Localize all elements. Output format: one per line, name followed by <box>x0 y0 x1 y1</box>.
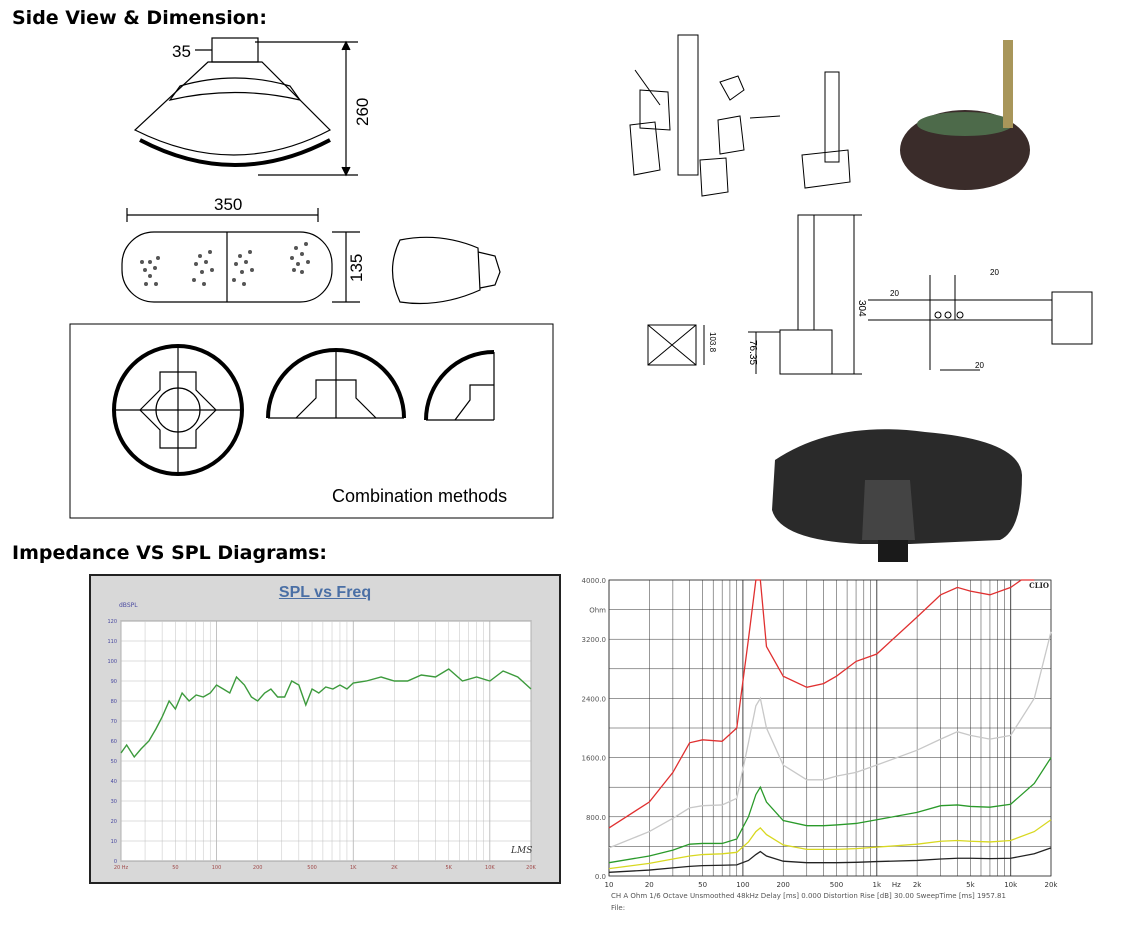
clio-brand: CLIO <box>1029 581 1049 590</box>
clio-y-tick: 800.0 <box>586 814 606 822</box>
clio-x-tick: Hz <box>892 881 901 889</box>
spl-y-tick: 30 <box>111 799 117 805</box>
spl-y-tick: 70 <box>111 719 117 725</box>
dim-20-b: 20 <box>890 289 899 298</box>
spl-y-unit: dBSPL <box>119 602 138 609</box>
combination-box <box>69 323 554 519</box>
speaker-pole-photo <box>1003 40 1013 128</box>
clio-series-line <box>608 847 1052 873</box>
dim-20-c: 20 <box>975 361 984 370</box>
clio-y-tick: 2400.0 <box>582 695 607 703</box>
clio-x-tick: 200 <box>777 881 790 889</box>
spl-x-tick: 20 Hz <box>114 865 129 871</box>
clio-x-tick: 10k <box>1004 881 1018 889</box>
spl-y-tick: 40 <box>111 779 117 785</box>
spl-y-tick: 120 <box>107 619 117 625</box>
clio-y-tick: 0.0 <box>595 873 606 881</box>
clio-x-tick: 20 <box>645 881 654 889</box>
clio-y-tick: 1600.0 <box>582 755 607 763</box>
spl-x-tick: 200 <box>253 865 263 871</box>
exploded-pole <box>677 34 699 176</box>
spl-x-tick: 500 <box>307 865 317 871</box>
clio-series-line <box>608 631 1052 849</box>
impedance-heading: Impedance VS SPL Diagrams: <box>12 542 328 564</box>
spl-x-tick: 2K <box>391 865 398 871</box>
spl-x-tick: 10K <box>485 865 495 871</box>
clio-file-label: File: <box>611 904 626 912</box>
dim-20-a: 20 <box>990 268 999 277</box>
clio-y-tick: 4000.0 <box>582 577 607 585</box>
side-view-drawing: 35 350 Combination methods 260 135 <box>69 37 554 519</box>
spl-y-tick: 90 <box>111 679 117 685</box>
lms-logo: LMS <box>510 846 532 856</box>
dim-35: 35 <box>172 42 191 61</box>
clio-x-tick: 5k <box>966 881 975 889</box>
clio-x-tick: 500 <box>830 881 843 889</box>
spl-y-tick: 80 <box>111 699 117 705</box>
spl-x-tick: 20K <box>526 865 536 871</box>
clio-chart-panel: 4000.0 3200.0 2400.0 1600.0 800.0 0.0 Ohm 10 20 5… <box>573 574 1074 926</box>
clio-x-tick: 10 <box>605 881 614 889</box>
assembled-pole <box>824 71 840 163</box>
spl-x-tick: 1K <box>350 865 357 871</box>
wedge-shape <box>133 61 332 156</box>
dim-135: 135 <box>347 254 366 282</box>
spl-chart-title: SPL vs Freq <box>278 584 372 601</box>
dim-304: 304 <box>856 300 867 317</box>
dim-76: 76.35 <box>747 340 758 365</box>
spl-y-tick: 60 <box>111 739 117 745</box>
clio-series-line <box>608 757 1052 864</box>
spl-y-tick: 100 <box>107 659 117 665</box>
clio-chart-svg: 4000.0 3200.0 2400.0 1600.0 800.0 0.0 Ohm 10 20 5… <box>582 577 1059 889</box>
spl-y-tick: 0 <box>114 859 117 865</box>
spl-x-tick: 100 <box>212 865 222 871</box>
spl-y-tick: 110 <box>107 639 117 645</box>
spl-y-tick: 20 <box>111 819 117 825</box>
spl-x-tick: 50 <box>172 865 178 871</box>
dim-103: 103.8 <box>708 332 717 353</box>
side-view-heading: Side View & Dimension: <box>12 7 267 29</box>
spl-series-line <box>120 668 532 759</box>
clio-x-tick: 2k <box>913 881 922 889</box>
spl-x-tick: 5K <box>445 865 452 871</box>
combination-label: Combination methods <box>332 486 507 506</box>
dim-260: 260 <box>353 98 372 126</box>
clio-x-tick: 50 <box>698 881 707 889</box>
clio-x-tick: 1k <box>873 881 882 889</box>
spl-y-tick: 10 <box>111 839 117 845</box>
spl-y-tick: 50 <box>111 759 117 765</box>
clio-series-line <box>608 819 1052 870</box>
side-profile-shape <box>391 236 481 305</box>
clio-x-tick: 20k <box>1045 881 1059 889</box>
clio-footer: CH A Ohm 1/6 Octave Unsmoothed 48kHz Del… <box>611 892 1006 900</box>
product-drawings: 304 103.8 76.35 20 20 20 <box>629 34 1093 562</box>
dim-350: 350 <box>214 195 242 214</box>
clio-x-tick: 100 <box>736 881 749 889</box>
clio-y-tick: 3200.0 <box>582 636 607 644</box>
top-mount-bracket <box>211 37 259 63</box>
clio-y-unit: Ohm <box>589 607 606 615</box>
clio-series-line <box>608 579 1035 829</box>
